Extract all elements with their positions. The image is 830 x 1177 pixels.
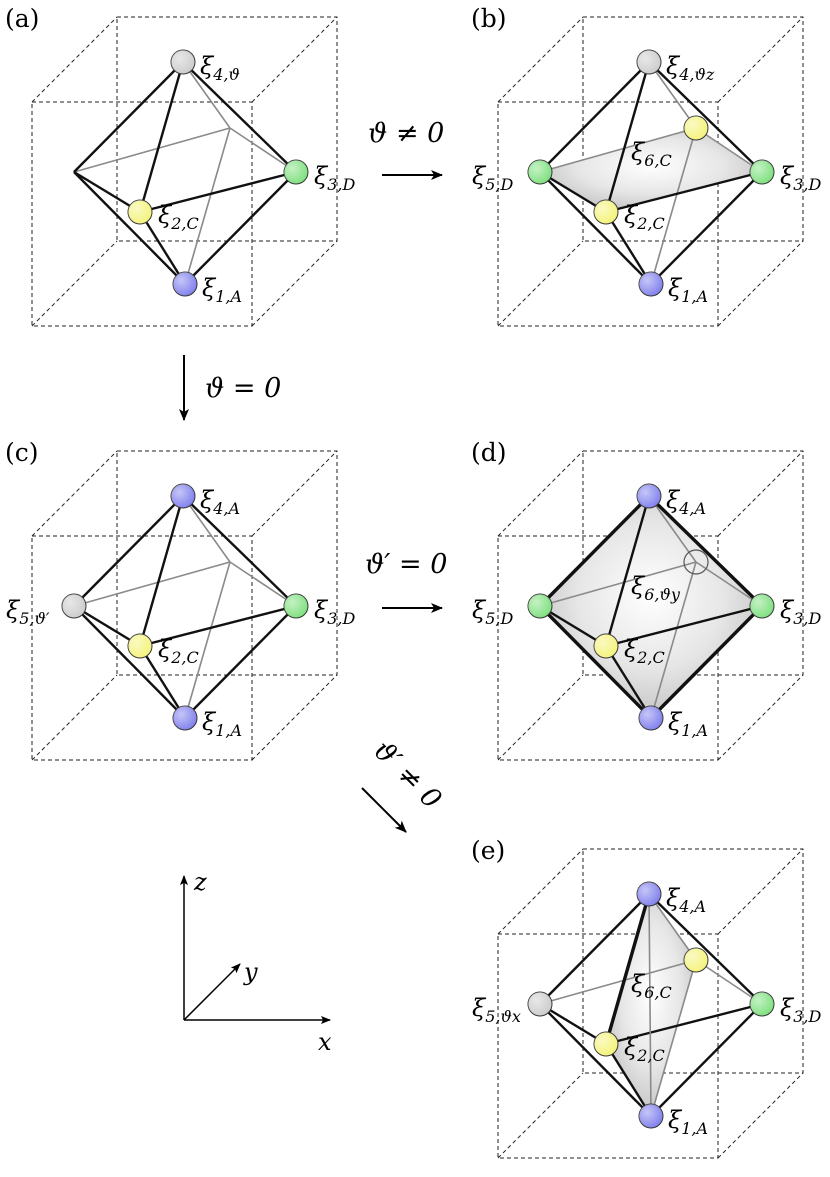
node-label-top: ξ4,A	[666, 884, 706, 916]
z-axis-label: z	[193, 868, 207, 896]
node-label-top: ξ4,A	[200, 486, 240, 518]
y-axis-label: y	[243, 958, 258, 986]
node-label-top: ξ4,ϑz	[666, 52, 715, 84]
node-label-top: ξ4,A	[666, 486, 706, 518]
panels-layer: ξ4,ϑ ξ3,D ξ2,C ξ1,A (a) ξ4,ϑz ξ5,D ξ3,D ξ6,C ξ2,C…	[5, 4, 821, 1159]
node-front	[127, 199, 153, 225]
panel-d: ξ4,A ξ5,D ξ3,D ξ6,ϑy ξ2,C ξ1,A (d)	[471, 438, 821, 761]
node-label-back: ξ6,C	[631, 970, 672, 1002]
node-bottom	[638, 1103, 664, 1129]
node-back	[683, 947, 709, 973]
node-left	[527, 593, 553, 619]
node-right	[749, 593, 775, 619]
node-label-bottom: ξ1,A	[668, 708, 708, 740]
cube-wireframe	[31, 16, 338, 327]
node-back	[683, 549, 709, 575]
panel-label: (d)	[471, 438, 507, 467]
octahedron-edges	[539, 61, 763, 285]
node-label-front: ξ2,C	[158, 635, 199, 667]
panel-c: ξ4,A ξ5,ϑ′ ξ3,D ξ2,C ξ1,A (c)	[5, 438, 355, 761]
node-label-bottom: ξ1,A	[668, 1106, 708, 1138]
node-label-front: ξ2,C	[624, 635, 665, 667]
node-back	[683, 115, 709, 141]
node-label-right: ξ3,D	[314, 162, 355, 194]
panel-label: (e)	[471, 836, 505, 865]
node-top	[170, 49, 196, 75]
octahedron-edges	[73, 61, 297, 285]
node-bottom	[172, 271, 198, 297]
arrow-label-c-to-d: ϑ′ = 0	[365, 549, 447, 580]
shaded-meridian-plane	[606, 894, 696, 1116]
panel-a: ξ4,ϑ ξ3,D ξ2,C ξ1,A (a)	[5, 4, 355, 327]
octahedron-nodes: ξ4,A ξ5,D ξ3,D ξ6,ϑy ξ2,C ξ1,A	[472, 483, 821, 740]
node-top	[636, 49, 662, 75]
panel-b: ξ4,ϑz ξ5,D ξ3,D ξ6,C ξ2,C ξ1,A (b)	[471, 4, 821, 327]
node-left	[61, 593, 87, 619]
panel-label: (a)	[5, 4, 39, 33]
octahedron-nodes: ξ4,ϑ ξ3,D ξ2,C ξ1,A	[127, 49, 355, 306]
node-label-right: ξ3,D	[780, 596, 821, 628]
arrow-a-to-c: ϑ = 0	[179, 355, 281, 421]
node-top	[170, 483, 196, 509]
cube-wireframe	[497, 848, 804, 1159]
node-label-front: ξ2,C	[624, 1033, 665, 1065]
node-right	[749, 159, 775, 185]
node-label-right: ξ3,D	[780, 162, 821, 194]
node-bottom	[172, 705, 198, 731]
node-bottom	[638, 271, 664, 297]
node-label-right: ξ3,D	[780, 994, 821, 1026]
panel-label: (c)	[5, 438, 39, 467]
octahedron-nodes: ξ4,A ξ5,ϑx ξ3,D ξ6,C ξ2,C ξ1,A	[472, 881, 821, 1138]
node-left	[527, 991, 553, 1017]
panel-e: ξ4,A ξ5,ϑx ξ3,D ξ6,C ξ2,C ξ1,A (e)	[471, 836, 821, 1159]
node-left	[527, 159, 553, 185]
arrow-a-to-b: ϑ ≠ 0	[368, 118, 444, 180]
cube-wireframe	[31, 450, 338, 761]
arrow-label-a-to-b: ϑ ≠ 0	[368, 118, 444, 149]
node-front	[593, 1031, 619, 1057]
node-label-bottom: ξ1,A	[202, 274, 242, 306]
node-label-front: ξ2,C	[624, 201, 665, 233]
octahedron-edges	[539, 893, 763, 1117]
y-axis	[183, 963, 241, 1021]
octahedron-nodes: ξ4,ϑz ξ5,D ξ3,D ξ6,C ξ2,C ξ1,A	[472, 49, 821, 306]
node-label-bottom: ξ1,A	[668, 274, 708, 306]
node-front	[127, 633, 153, 659]
node-label-left: ξ5,D	[472, 596, 513, 628]
coordinate-axes: z x y	[180, 868, 332, 1056]
node-label-back: ξ6,ϑy	[631, 572, 681, 604]
octahedron-edges	[538, 494, 764, 720]
arrow-label-c-to-e: ϑ′ ≠ 0	[367, 735, 447, 815]
x-axis-label: x	[318, 1028, 332, 1056]
node-right	[283, 159, 309, 185]
node-label-top: ξ4,ϑ	[200, 52, 240, 84]
node-top	[636, 881, 662, 907]
shaded-equatorial-plane	[540, 128, 762, 212]
node-front	[593, 633, 619, 659]
node-label-left: ξ5,ϑx	[472, 994, 521, 1026]
node-bottom	[638, 705, 664, 731]
node-label-front: ξ2,C	[158, 201, 199, 233]
node-label-bottom: ξ1,A	[202, 708, 242, 740]
node-right	[749, 991, 775, 1017]
node-top	[636, 483, 662, 509]
octahedron-edges	[73, 495, 297, 719]
arrow-c-to-d: ϑ′ = 0	[365, 549, 447, 613]
node-label-left: ξ5,D	[472, 162, 513, 194]
node-front	[593, 199, 619, 225]
node-label-back: ξ6,C	[631, 138, 672, 170]
arrow-c-to-e: ϑ′ ≠ 0	[361, 735, 447, 833]
node-label-right: ξ3,D	[314, 596, 355, 628]
node-right	[283, 593, 309, 619]
panel-label: (b)	[471, 4, 507, 33]
octahedron-nodes: ξ4,A ξ5,ϑ′ ξ3,D ξ2,C ξ1,A	[6, 483, 355, 740]
arrow-label-a-to-c: ϑ = 0	[205, 373, 281, 404]
node-label-left: ξ5,ϑ′	[6, 596, 50, 628]
